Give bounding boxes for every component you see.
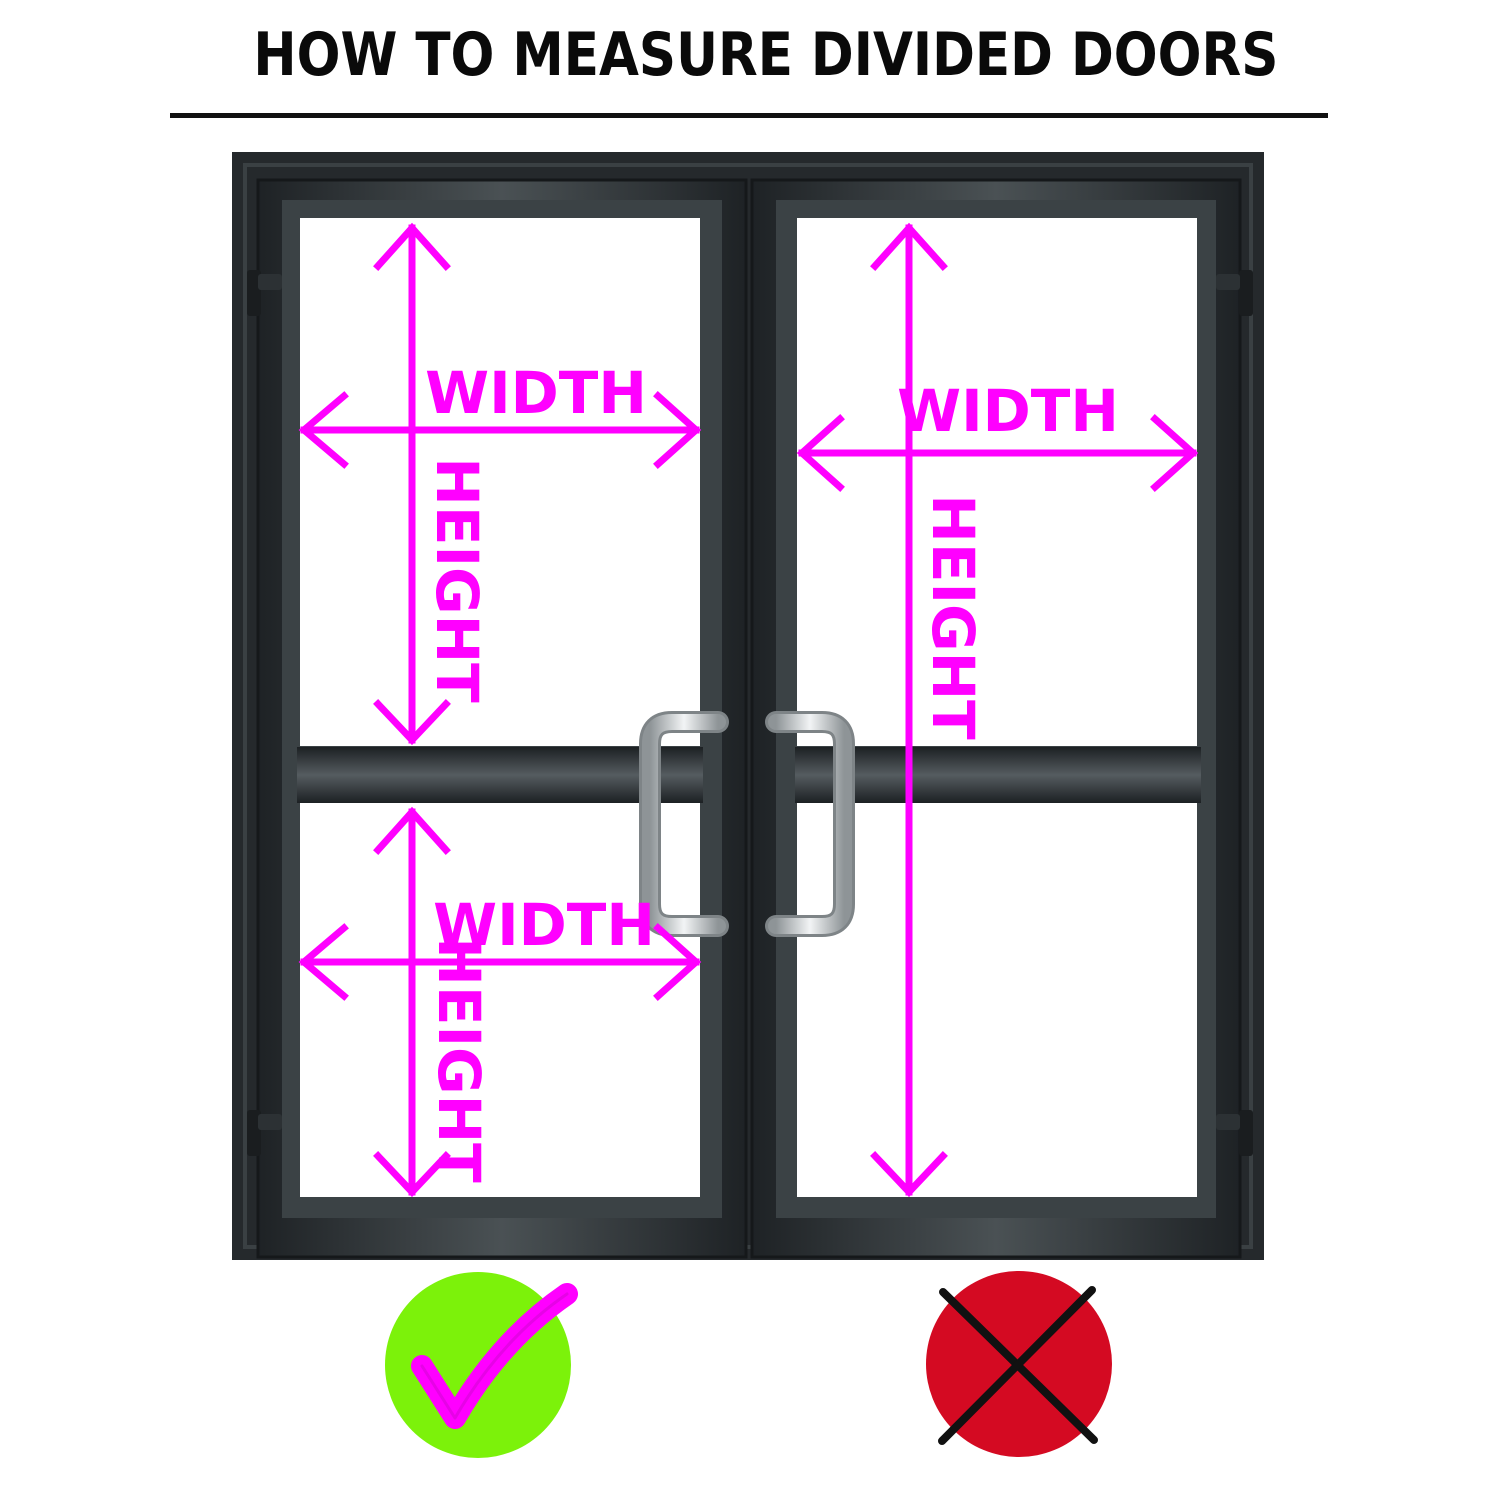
right-lower-glass xyxy=(797,803,1197,1197)
right-height-arrow xyxy=(870,222,948,1198)
cross-icon xyxy=(926,1271,1112,1457)
right-width-label: WIDTH xyxy=(897,377,1119,445)
left-upper-height-label: HEIGHT xyxy=(423,457,491,703)
left-lower-height-label: HEIGHT xyxy=(425,937,493,1183)
left-lower-height-arrow xyxy=(373,806,451,1198)
left-upper-glass xyxy=(300,218,700,746)
right-upper-glass xyxy=(797,218,1197,746)
left-lower-glass xyxy=(300,803,700,1197)
page-title: HOW TO MEASURE DIVIDED DOORS xyxy=(253,20,1279,90)
check-icon xyxy=(385,1272,578,1458)
hinges xyxy=(247,270,1253,1156)
right-height-label: HEIGHT xyxy=(919,494,987,740)
right-width-arrow xyxy=(796,414,1199,492)
right-door-handle xyxy=(765,711,855,937)
left-upper-height-arrow xyxy=(373,222,451,746)
left-upper-width-arrow xyxy=(298,391,702,469)
left-lower-width-arrow xyxy=(298,923,702,1001)
title-block: HOW TO MEASURE DIVIDED DOORS xyxy=(170,18,1328,118)
right-middle-rail xyxy=(795,747,1201,803)
left-lower-width-label: WIDTH xyxy=(433,891,655,959)
left-door-handle xyxy=(639,711,729,937)
left-middle-rail xyxy=(297,747,703,803)
measure-arrows xyxy=(298,222,1199,1198)
left-upper-width-label: WIDTH xyxy=(425,359,647,427)
